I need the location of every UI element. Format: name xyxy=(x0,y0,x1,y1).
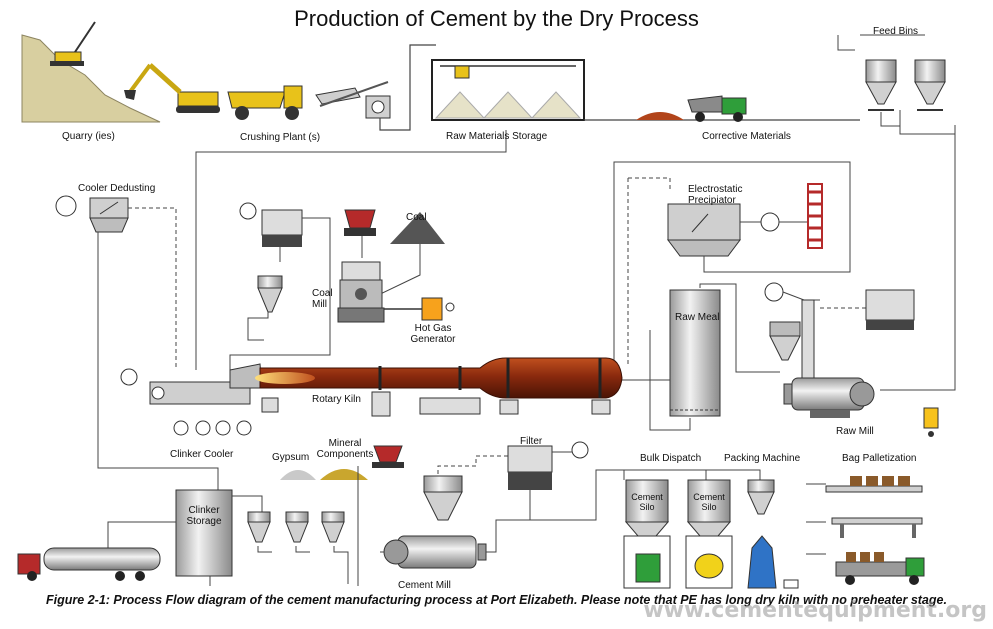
tipper-truck-icon xyxy=(687,95,747,122)
kiln-fan-icon xyxy=(120,368,138,386)
clinker-storage-silo xyxy=(175,489,233,577)
raw-mill-filter xyxy=(865,289,915,330)
clinker-cooler-unit xyxy=(149,363,263,405)
label-electrostatic-precipitator: Electrostatic Precipiator xyxy=(688,184,743,206)
bag-palletization-icons xyxy=(806,476,925,585)
label-hot-gas-generator: Hot Gas Generator xyxy=(410,323,456,345)
label-cooler-dedusting: Cooler Dedusting xyxy=(78,183,156,194)
label-gypsum: Gypsum xyxy=(272,452,310,463)
label-coal-mill: Coal Mill xyxy=(312,288,333,310)
filter-fan-icon xyxy=(571,441,589,459)
tanker-truck-icon xyxy=(17,547,161,581)
drill-rig-icon xyxy=(50,21,96,66)
label-raw-meal: Raw Meal xyxy=(675,312,720,323)
feed-bin-1 xyxy=(865,59,897,111)
label-mineral-components: Mineral Components xyxy=(316,438,374,460)
esp-fan-icon xyxy=(760,212,780,232)
label-feed-bins: Feed Bins xyxy=(873,26,919,37)
label-clinker-cooler: Clinker Cooler xyxy=(170,449,234,460)
feed-line-to-raw-mill xyxy=(880,134,956,391)
feed-bin-2 xyxy=(914,59,946,111)
kiln-supports xyxy=(261,391,611,417)
cement-mill-cyclone xyxy=(423,475,463,521)
chimney-stack xyxy=(807,183,823,249)
mineral-hopper-icon xyxy=(372,445,404,468)
excavator-icon xyxy=(124,63,220,113)
raw-storage-shed xyxy=(431,59,585,121)
yellow-tag-icon xyxy=(923,407,939,437)
additive-bins xyxy=(247,511,345,543)
crusher-conveyor-icon xyxy=(315,81,391,119)
label-cement-silo-2: Cement Silo xyxy=(693,492,725,512)
cooler-fans xyxy=(173,420,252,436)
label-crushing-plant: Crushing Plant (s) xyxy=(240,132,321,143)
coal-cyclone xyxy=(257,275,283,313)
label-cement-mill: Cement Mill xyxy=(398,580,451,591)
dump-truck-icon xyxy=(227,85,303,120)
conveyor-line xyxy=(379,44,436,131)
raw-mill-cyclone xyxy=(769,321,801,361)
figure-caption: Figure 2-1: Process Flow diagram of the … xyxy=(46,593,947,607)
esp-unit xyxy=(667,203,741,257)
raw-meal-silo xyxy=(669,289,721,417)
label-cement-silo-1: Cement Silo xyxy=(631,492,663,512)
label-clinker-storage: Clinker Storage xyxy=(186,505,222,527)
label-filter: Filter xyxy=(520,436,543,447)
label-raw-materials-storage: Raw Materials Storage xyxy=(446,131,548,142)
packing-machine-icon xyxy=(747,479,777,589)
corrective-pile xyxy=(636,112,684,120)
raw-return-line xyxy=(195,130,507,370)
label-quarry: Quarry (ies) xyxy=(62,131,115,142)
cooler-dedusting-unit xyxy=(55,195,129,233)
cement-silo-2 xyxy=(685,479,733,589)
label-corrective-materials: Corrective Materials xyxy=(702,131,791,142)
coal-fan-filter xyxy=(239,202,303,247)
hot-gas-generator-icon xyxy=(421,297,455,321)
raw-mill-icon xyxy=(783,377,875,418)
label-bulk-dispatch: Bulk Dispatch xyxy=(640,453,702,464)
cement-filter xyxy=(507,445,553,490)
label-coal: Coal xyxy=(406,212,427,223)
label-packing-machine: Packing Machine xyxy=(724,453,801,464)
coal-hopper-icon xyxy=(344,209,376,236)
mineral-pile xyxy=(320,469,368,480)
coal-mill-icon xyxy=(337,261,385,323)
label-bag-palletization: Bag Palletization xyxy=(842,453,917,464)
watermark: www.cementequipment.org xyxy=(643,598,987,623)
raw-mill-fan-icon xyxy=(764,282,784,302)
diagram-title: Production of Cement by the Dry Process xyxy=(294,6,699,31)
gypsum-pile xyxy=(280,470,316,480)
label-raw-mill: Raw Mill xyxy=(836,426,874,437)
coal-pile xyxy=(390,212,445,244)
bag-icon xyxy=(783,579,799,589)
cement-silo-1 xyxy=(623,479,671,589)
rotary-kiln-shell xyxy=(255,357,623,399)
label-rotary-kiln: Rotary Kiln xyxy=(312,394,361,405)
cement-mill-icon xyxy=(383,535,487,569)
